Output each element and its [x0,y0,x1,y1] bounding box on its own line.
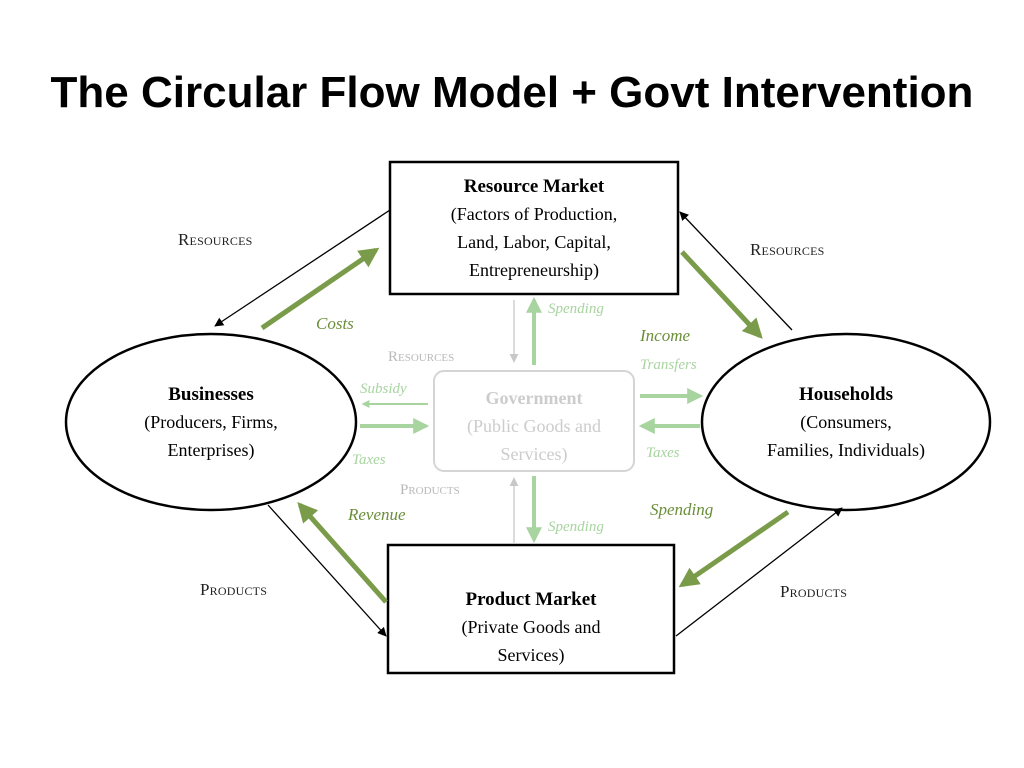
businesses-title: Businesses [168,384,254,405]
costs-label: Costs [316,314,354,333]
income-arrow [680,250,763,339]
product-market-title: Product Market [465,589,597,610]
products-from-businesses-arrow [267,504,387,637]
government-title: Government [486,388,583,408]
gov-resources-label: Resources [388,349,454,365]
households-node: Households (Consumers, Families, Individ… [700,332,992,512]
resource-market-line: Entrepreneurship) [469,260,599,281]
page-title: The Circular Flow Model + Govt Intervent… [50,68,974,117]
businesses-line: (Producers, Firms, [144,412,278,433]
households-line: (Consumers, [800,412,892,433]
resources-left-label: Resources [178,230,253,249]
households-title: Households [799,384,893,405]
resources-right-label: Resources [750,240,825,259]
resource-market-line: (Factors of Production, [451,204,617,225]
products-left-label: Products [200,580,267,599]
costs-arrow [260,247,380,331]
subsidy-label: Subsidy [360,381,407,397]
households-line: Families, Individuals) [767,440,925,461]
gov-spending-bottom-label: Spending [548,519,604,535]
product-market-line: Services) [498,645,565,666]
resource-market-node: Resource Market (Factors of Production, … [388,160,680,296]
transfers-label: Transfers [640,357,697,373]
resource-market-title: Resource Market [464,176,605,197]
government-line: (Public Goods and [467,416,601,437]
products-right-label: Products [780,582,847,601]
government-node: Government (Public Goods and Services) [433,370,635,472]
gov-spending-top-label: Spending [548,301,604,317]
revenue-arrow [297,502,388,604]
gov-products-label: Products [400,482,460,498]
resources-to-businesses-arrow [214,209,391,327]
taxes-left-label: Taxes [352,452,386,468]
government-line: Services) [501,444,568,465]
resources-from-households-arrow [679,211,793,331]
product-market-node: Product Market (Private Goods and Servic… [386,543,676,675]
businesses-line: Enterprises) [168,440,255,461]
products-to-households-arrow [675,507,843,637]
resource-market-line: Land, Labor, Capital, [457,232,611,252]
product-market-line: (Private Goods and [462,617,601,638]
taxes-right-label: Taxes [646,445,680,461]
spending-households-arrow [678,509,790,588]
income-label: Income [639,326,690,345]
businesses-node: Businesses (Producers, Firms, Enterprise… [64,332,358,512]
revenue-label: Revenue [347,505,406,524]
spending-households-label: Spending [650,500,713,519]
